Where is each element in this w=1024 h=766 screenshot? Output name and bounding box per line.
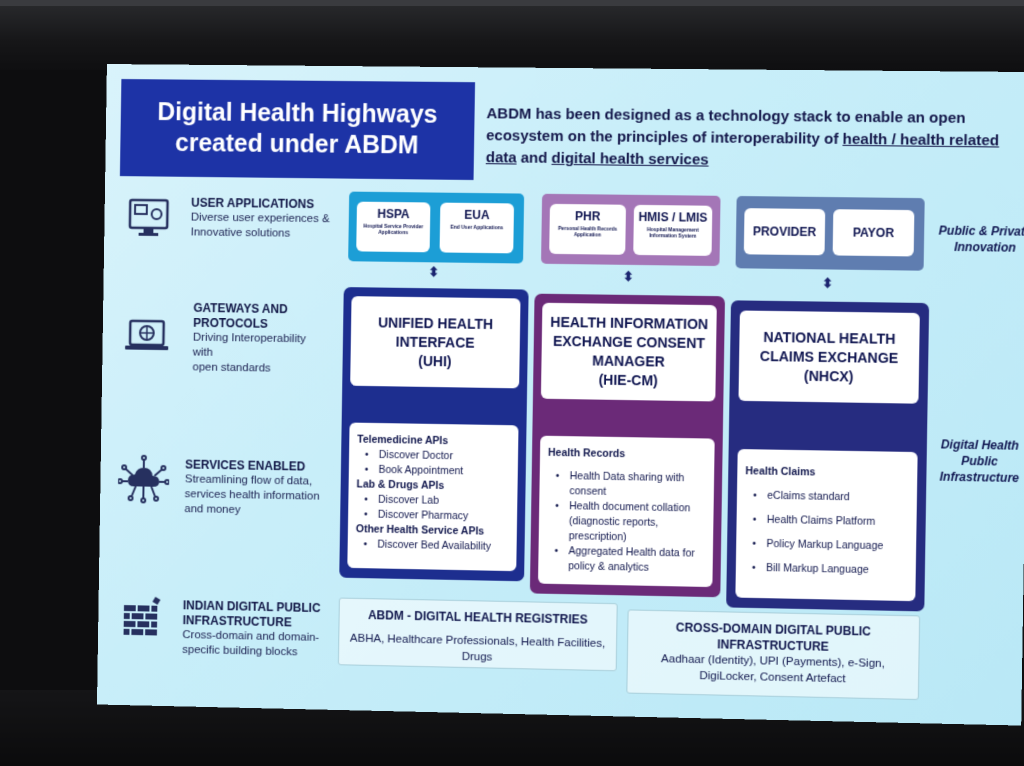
layer-desc-services: Streamlining flow of data, services heal… <box>184 473 320 517</box>
hiecm-i2: Health document collation (diagnostic re… <box>547 499 706 547</box>
layer-title-user-apps: USER APPLICATIONS <box>191 195 315 212</box>
uhi-head-1: UNIFIED HEALTH <box>377 313 494 332</box>
intro-link-services: digital health services <box>551 149 709 169</box>
user-apps-icon <box>126 195 172 246</box>
chip-eua-title: EUA <box>464 207 490 223</box>
room-ceiling <box>0 0 1024 70</box>
layer-desc-gateways-3: open standards <box>192 361 271 375</box>
chip-eua-sub: End User Applications <box>450 224 504 232</box>
layer-desc-gateways-1: Driving Interoperability <box>192 331 306 346</box>
slide-title: Digital Health Highways created under AB… <box>119 79 476 181</box>
column-uhi: UNIFIED HEALTH INTERFACE (UHI) Telemedic… <box>339 287 529 582</box>
nhcx-i3: Policy Markup Language <box>744 531 908 558</box>
nhcx-i1: eClaims standard <box>745 483 909 510</box>
chip-hspa-title: HSPA <box>377 206 410 222</box>
infra-cross-domain-box: CROSS-DOMAIN DIGITAL PUBLIC INFRASTRUCTU… <box>626 609 921 701</box>
chip-phr-title: PHR <box>574 209 601 224</box>
column-nhcx-body: Health Claims eClaims standard Health Cl… <box>735 449 918 602</box>
side-note-digital-infra: Digital Health Public Infrastructure <box>939 437 1020 486</box>
intro-text: ABDM has been designed as a technology s… <box>486 103 1024 175</box>
nhcx-i4: Bill Markup Language <box>744 556 908 583</box>
layer-title-gateways: GATEWAYS AND PROTOCOLS <box>193 300 288 331</box>
column-nhcx: NATIONAL HEALTH CLAIMS EXCHANGE (NHCX) H… <box>726 300 930 612</box>
chip-hspa: HSPA Hospital Service Provider Applicati… <box>356 201 431 253</box>
infra-cross-desc: Aadhaar (Identity), UPI (Payments), e-Si… <box>660 653 885 686</box>
hiecm-head-4: (HIE-CM) <box>598 371 659 389</box>
hiecm-i3: Aggregated Health data for policy & anal… <box>546 544 705 577</box>
layer-desc-infra: Cross-domain and domain-specific buildin… <box>182 629 320 659</box>
chip-payor: PAYOR <box>832 209 915 257</box>
hiecm-i1: Health Data sharing with consent <box>547 469 706 502</box>
chip-hspa-sub: Hospital Service Provider Applications <box>363 223 424 237</box>
hiecm-head-3: MANAGER <box>592 352 665 370</box>
layer-title-infra: INDIAN DIGITAL PUBLIC INFRASTRUCTURE <box>182 598 321 630</box>
column-nhcx-header: NATIONAL HEALTH CLAIMS EXCHANGE (NHCX) <box>738 310 920 404</box>
arrow-updown-2: ⬍ <box>622 268 634 284</box>
column-uhi-header: UNIFIED HEALTH INTERFACE (UHI) <box>350 296 521 389</box>
hiecm-h1: Health Records <box>547 446 626 461</box>
uhi-i4: Discover Pharmacy <box>356 507 509 525</box>
chip-phr-sub: Personal Health Records Application <box>557 225 618 239</box>
ceiling-edge <box>0 0 1024 6</box>
column-hiecm-body: Health Records Health Data sharing with … <box>538 435 715 588</box>
chip-provider: PROVIDER <box>743 208 826 256</box>
uhi-head-3: (UHI) <box>418 352 452 369</box>
arrow-updown-3: ⬍ <box>821 275 834 291</box>
nhcx-head-2: CLAIMS EXCHANGE <box>759 347 899 366</box>
column-hiecm-header: HEALTH INFORMATION EXCHANGE CONSENT MANA… <box>540 302 717 402</box>
projected-slide: Digital Health Highways created under AB… <box>96 64 1024 726</box>
app-panel-blue: HSPA Hospital Service Provider Applicati… <box>348 191 525 264</box>
nhcx-head-1: NATIONAL HEALTH <box>763 328 896 347</box>
nhcx-h1: Health Claims <box>745 465 816 479</box>
uhi-head-2: INTERFACE <box>395 333 475 351</box>
uhi-i2: Book Appointment <box>357 462 510 480</box>
side-note-public-private: Public & Private Innovation <box>938 223 1024 255</box>
layer-desc-user-apps: Diverse user experiences & Innovative so… <box>190 211 330 240</box>
cloud-network-icon <box>118 454 170 511</box>
arrow-updown-1: ⬍ <box>428 264 440 280</box>
hiecm-head-2: EXCHANGE CONSENT <box>552 332 706 352</box>
slide-title-line1: Digital Health Highways <box>157 98 438 129</box>
slide-title-line2: created under ABDM <box>174 129 419 160</box>
infra-registries-desc: ABHA, Healthcare Professionals, Health F… <box>349 632 606 664</box>
chip-eua: EUA End User Applications <box>439 202 515 254</box>
chip-hmis-title: HMIS / LMIS <box>638 209 708 225</box>
intro-part2: and <box>516 149 552 167</box>
column-hiecm: HEALTH INFORMATION EXCHANGE CONSENT MANA… <box>529 293 726 598</box>
infra-registries-box: ABDM - DIGITAL HEALTH REGISTRIES ABHA, H… <box>337 597 618 672</box>
app-panel-slate: PROVIDER PAYOR <box>735 195 925 271</box>
chip-payor-title: PAYOR <box>852 225 895 241</box>
column-uhi-body: Telemedicine APIs Discover Doctor Book A… <box>347 422 519 572</box>
chip-hmis: HMIS / LMIS Hospital Management Informat… <box>633 204 713 256</box>
hiecm-head-1: HEALTH INFORMATION <box>550 313 709 333</box>
chip-phr: PHR Personal Health Records Application <box>549 203 626 255</box>
infra-registries-title: ABDM - DIGITAL HEALTH REGISTRIES <box>367 608 588 627</box>
laptop-gateway-icon <box>124 314 170 365</box>
nhcx-i2: Health Claims Platform <box>744 507 908 534</box>
nhcx-head-3: (NHCX) <box>803 367 854 385</box>
brick-wall-icon <box>121 595 167 646</box>
app-panel-purple: PHR Personal Health Records Application … <box>541 193 721 267</box>
uhi-i5: Discover Bed Availability <box>355 537 508 555</box>
chip-hmis-sub: Hospital Management Information System <box>646 227 699 240</box>
chip-provider-title: PROVIDER <box>752 224 817 240</box>
